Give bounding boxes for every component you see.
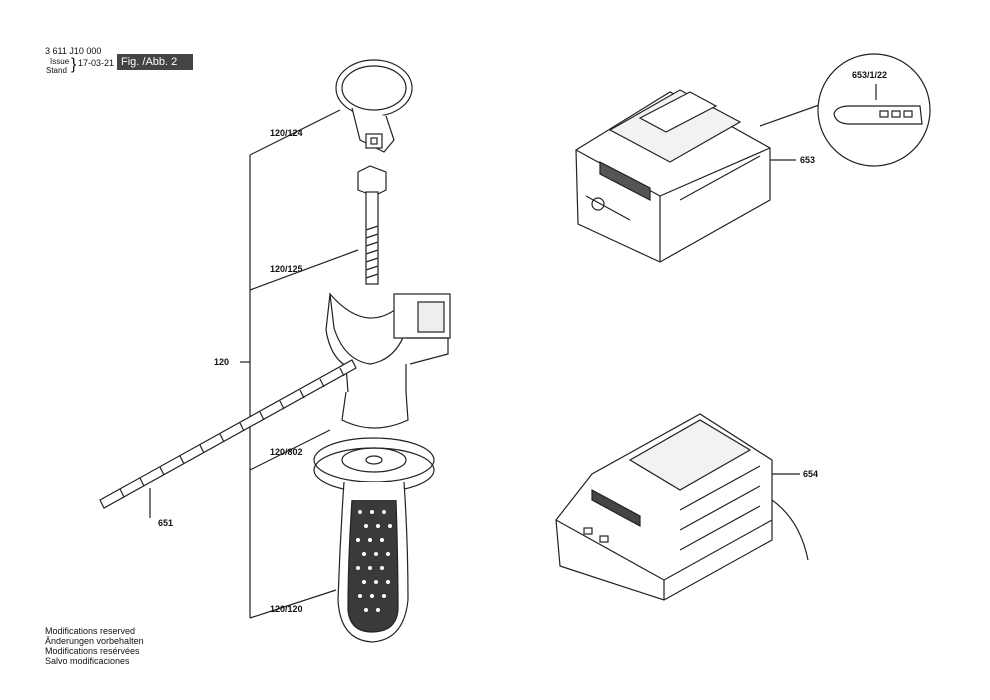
label-120-124: 120/124 <box>270 128 303 138</box>
document-number: 3 611 J10 000 <box>45 46 102 56</box>
label-653: 653 <box>800 155 816 165</box>
label-120: 120 <box>214 357 230 367</box>
battery-pack-part <box>575 89 823 263</box>
notice-fr: Modifications resérvées <box>45 646 140 656</box>
threaded-bolt-part <box>357 165 387 285</box>
strap-clamp-part <box>335 59 413 153</box>
label-120-120: 120/120 <box>270 604 303 614</box>
label-654: 654 <box>803 469 819 479</box>
notice-es: Salvo modificaciones <box>45 656 130 666</box>
brace-icon: } <box>71 56 77 73</box>
issue-date: 17-03-21 <box>78 58 115 68</box>
label-120-802: 120/802 <box>270 447 303 457</box>
label-653-1-22: 653/1/22 <box>852 70 888 80</box>
figure-label: Fig. /Abb. 2 <box>117 54 193 70</box>
stand-label: Stand <box>46 66 67 75</box>
grip-handle-part <box>337 481 409 643</box>
modifications-notice: Modifications reserved Änderungen vorbeh… <box>45 626 144 666</box>
issue-label: Issue <box>50 57 70 66</box>
battery-label-detail <box>817 53 931 167</box>
charger-part <box>555 413 809 601</box>
depth-rod-part <box>99 359 357 518</box>
label-120-125: 120/125 <box>270 264 303 274</box>
part-group-bracket <box>240 109 359 619</box>
notice-de: Änderungen vorbehalten <box>45 636 144 646</box>
notice-en: Modifications reserved <box>45 626 136 636</box>
label-651: 651 <box>158 518 174 528</box>
handle-head-part <box>325 292 451 429</box>
